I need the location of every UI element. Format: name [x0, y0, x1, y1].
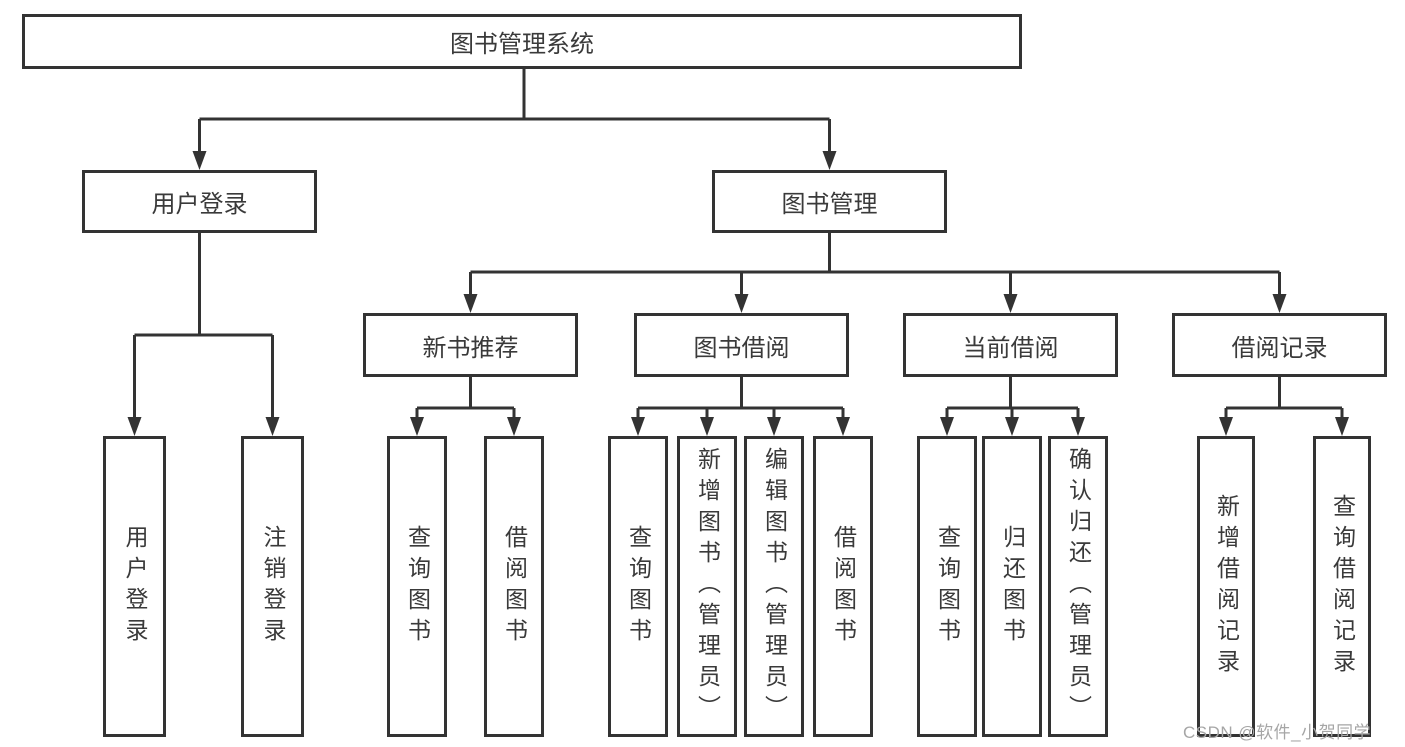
node-root-label: 图书管理系统: [450, 31, 594, 58]
leaf-query-books-1: 查询图书: [387, 436, 447, 737]
leaf-borrow-books-1: 借阅图书: [484, 436, 544, 737]
leaf-label: 确认归还（管理员）: [1065, 447, 1092, 726]
leaf-label: 查询借阅记录: [1329, 493, 1356, 680]
leaf-add-book-admin: 新增图书（管理员）: [677, 436, 737, 737]
leaf-confirm-return-admin: 确认归还（管理员）: [1048, 436, 1108, 737]
node-book-management: 图书管理: [712, 170, 947, 233]
leaf-label: 新增图书（管理员）: [694, 447, 721, 726]
connector-root-to-level2: [198, 69, 831, 153]
leaf-label: 查询图书: [934, 524, 961, 649]
node-new-book-recommend: 新书推荐: [363, 313, 578, 377]
node-user-login: 用户登录: [82, 170, 317, 233]
leaf-logout: 注销登录: [241, 436, 304, 737]
leaf-label: 查询图书: [625, 524, 652, 649]
leaf-edit-book-admin: 编辑图书（管理员）: [744, 436, 804, 737]
connector-new-books-leaves: [415, 377, 516, 419]
node-borrow-records: 借阅记录: [1172, 313, 1387, 377]
leaf-label: 借阅图书: [830, 524, 857, 649]
node-label: 用户登录: [151, 191, 248, 218]
connector-book-mgmt-to-level3: [469, 233, 1281, 297]
connector-book-borrow-leaves: [636, 377, 845, 419]
arrowheads-level3: [463, 294, 1287, 313]
connector-user-login-branch: [133, 233, 274, 419]
leaf-label: 用户登录: [122, 524, 148, 649]
leaf-query-borrow-record: 查询借阅记录: [1313, 436, 1371, 737]
leaf-label: 查询图书: [404, 524, 431, 649]
leaf-query-books-2: 查询图书: [608, 436, 668, 737]
node-label: 借阅记录: [1231, 334, 1328, 362]
leaf-label: 注销登录: [260, 524, 286, 649]
leaf-borrow-books-2: 借阅图书: [813, 436, 873, 737]
leaf-label: 新增借阅记录: [1213, 493, 1240, 680]
arrowheads-user-login-leaves: [127, 417, 280, 436]
node-label: 当前借阅: [962, 334, 1059, 362]
csdn-watermark: CSDN @软件_小贺同学: [1183, 723, 1372, 742]
leaf-add-borrow-record: 新增借阅记录: [1197, 436, 1255, 737]
node-current-borrow: 当前借阅: [903, 313, 1118, 377]
leaf-return-book: 归还图书: [982, 436, 1042, 737]
leaf-user-login: 用户登录: [103, 436, 166, 737]
leaf-label: 编辑图书（管理员）: [761, 447, 788, 726]
connector-borrow-records-leaves: [1224, 377, 1344, 419]
arrowheads-leaves: [410, 417, 1349, 436]
node-label: 图书管理: [781, 191, 878, 218]
arrowheads-level2: [192, 151, 837, 170]
node-label: 图书借阅: [693, 334, 790, 362]
node-root-system: 图书管理系统: [22, 14, 1022, 69]
node-label: 新书推荐: [422, 334, 519, 362]
connector-current-borrow-leaves: [945, 377, 1080, 419]
leaf-label: 借阅图书: [501, 524, 528, 649]
node-book-borrow: 图书借阅: [634, 313, 849, 377]
leaf-label: 归还图书: [999, 524, 1026, 649]
leaf-query-books-3: 查询图书: [917, 436, 977, 737]
